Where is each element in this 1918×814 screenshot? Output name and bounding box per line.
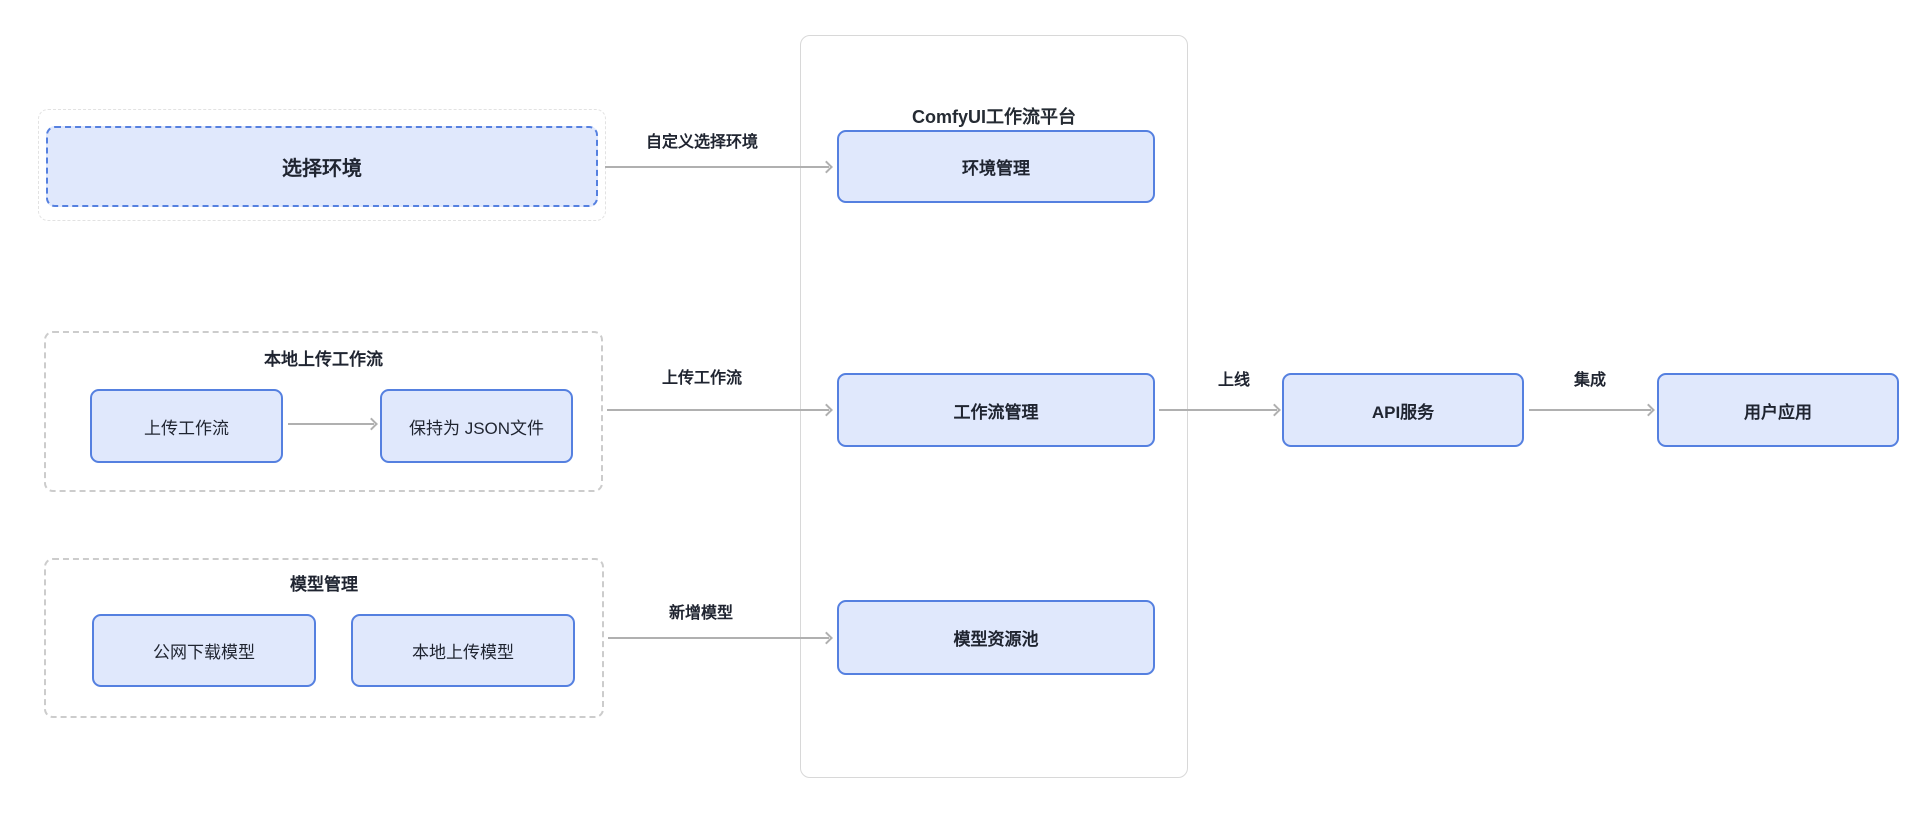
group-local-upload-workflow-label: 本地上传工作流 (264, 350, 383, 369)
edge-label-upload-workflow: 上传工作流 (661, 370, 743, 387)
node-api-service: API服务 (1282, 373, 1524, 447)
arrowhead-icon (1642, 403, 1655, 417)
node-workflow-management-label: 工作流管理 (953, 402, 1039, 422)
arrow-line (1159, 409, 1277, 411)
node-user-app: 用户应用 (1657, 373, 1899, 447)
node-env-management: 环境管理 (837, 130, 1155, 203)
node-public-download-model-label: 公网下载模型 (153, 643, 255, 662)
arrow-line (605, 166, 829, 168)
arrow-group-workflow-to-workflow-management (607, 403, 833, 417)
node-select-env-label: 选择环境 (282, 158, 362, 180)
arrow-api-service-to-user-app (1529, 403, 1655, 417)
arrowhead-icon (1268, 403, 1281, 417)
node-local-upload-model: 本地上传模型 (351, 614, 575, 687)
node-upload-workflow-label: 上传工作流 (144, 418, 229, 438)
edge-label-go-live: 上线 (1217, 372, 1251, 389)
arrow-line (607, 409, 829, 411)
arrow-line (1529, 409, 1651, 411)
node-api-service-label: API服务 (1371, 402, 1435, 422)
arrow-select-env-to-env-management (605, 160, 833, 174)
node-workflow-management: 工作流管理 (837, 373, 1155, 447)
node-local-upload-model-label: 本地上传模型 (412, 643, 514, 662)
node-user-app-label: 用户应用 (1744, 402, 1812, 422)
edge-label-integrate: 集成 (1573, 372, 1607, 389)
node-upload-workflow: 上传工作流 (90, 389, 283, 463)
node-save-as-json: 保持为 JSON文件 (380, 389, 573, 463)
arrow-upload-workflow-to-save-json (288, 417, 378, 431)
group-model-management-label: 模型管理 (290, 575, 358, 594)
edge-label-custom-select-env: 自定义选择环境 (645, 134, 759, 151)
node-public-download-model: 公网下载模型 (92, 614, 316, 687)
node-model-resource-pool: 模型资源池 (837, 600, 1155, 675)
node-save-as-json-label: 保持为 JSON文件 (408, 418, 545, 438)
arrow-line (608, 637, 829, 639)
node-env-management-label: 环境管理 (962, 159, 1030, 178)
platform-title: ComfyUI工作流平台 (911, 107, 1076, 127)
group-local-upload-workflow: 本地上传工作流 (44, 331, 603, 492)
select-env-outer-outline (38, 109, 606, 221)
group-model-management: 模型管理 (44, 558, 604, 718)
arrow-line (288, 423, 374, 425)
arrow-workflow-management-to-api-service (1159, 403, 1281, 417)
node-select-env: 选择环境 (46, 126, 598, 207)
arrow-group-model-to-model-pool (608, 631, 833, 645)
edge-label-add-model: 新增模型 (668, 605, 734, 622)
node-model-resource-pool-label: 模型资源池 (953, 630, 1039, 649)
